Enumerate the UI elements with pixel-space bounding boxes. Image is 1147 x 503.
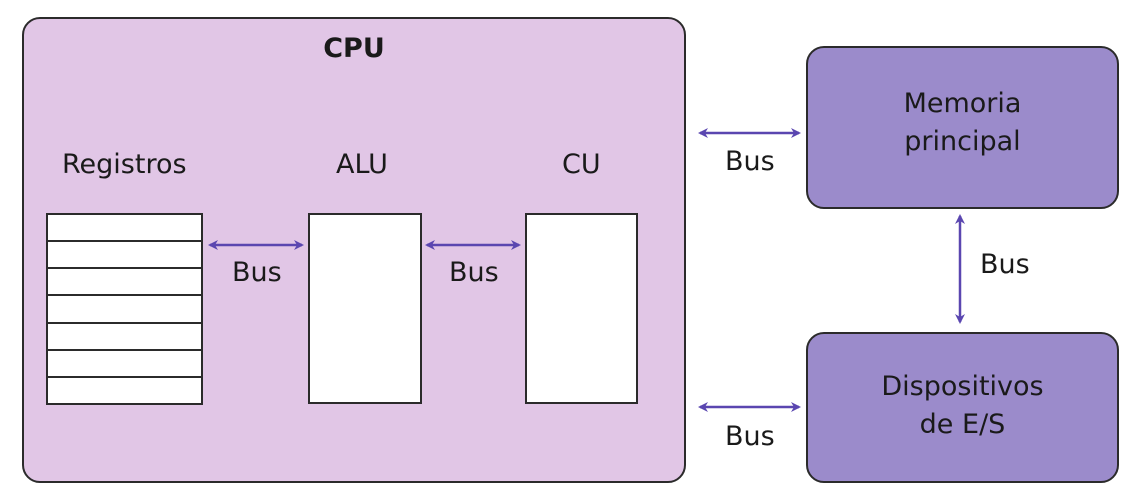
memory-box bbox=[806, 46, 1119, 209]
register-row bbox=[48, 296, 201, 324]
io-box bbox=[806, 332, 1119, 483]
bus-label-cpu-memory: Bus bbox=[725, 146, 775, 177]
memory-label-line2: principal bbox=[904, 126, 1021, 157]
register-row bbox=[48, 351, 201, 378]
register-row bbox=[48, 269, 201, 297]
io-label-line2: de E/S bbox=[919, 409, 1006, 440]
bus-label-alu-cu: Bus bbox=[449, 257, 499, 288]
memory-label-line1: Memoria bbox=[903, 88, 1022, 119]
register-row bbox=[48, 324, 201, 351]
bus-label-cpu-io: Bus bbox=[725, 421, 775, 452]
io-label-line1: Dispositivos bbox=[881, 371, 1044, 402]
register-stack bbox=[46, 213, 203, 405]
io-label: Dispositivos de E/S bbox=[806, 368, 1119, 444]
bus-label-registers-alu: Bus bbox=[232, 257, 282, 288]
cu-block bbox=[525, 213, 638, 404]
memory-label: Memoria principal bbox=[806, 85, 1119, 161]
alu-block bbox=[308, 213, 422, 404]
alu-label: ALU bbox=[336, 149, 388, 180]
cu-label: CU bbox=[562, 149, 601, 180]
cpu-title: CPU bbox=[323, 33, 385, 64]
register-row bbox=[48, 242, 201, 270]
bus-label-memory-io: Bus bbox=[980, 249, 1030, 280]
register-row bbox=[48, 215, 201, 243]
registers-label: Registros bbox=[62, 149, 187, 180]
